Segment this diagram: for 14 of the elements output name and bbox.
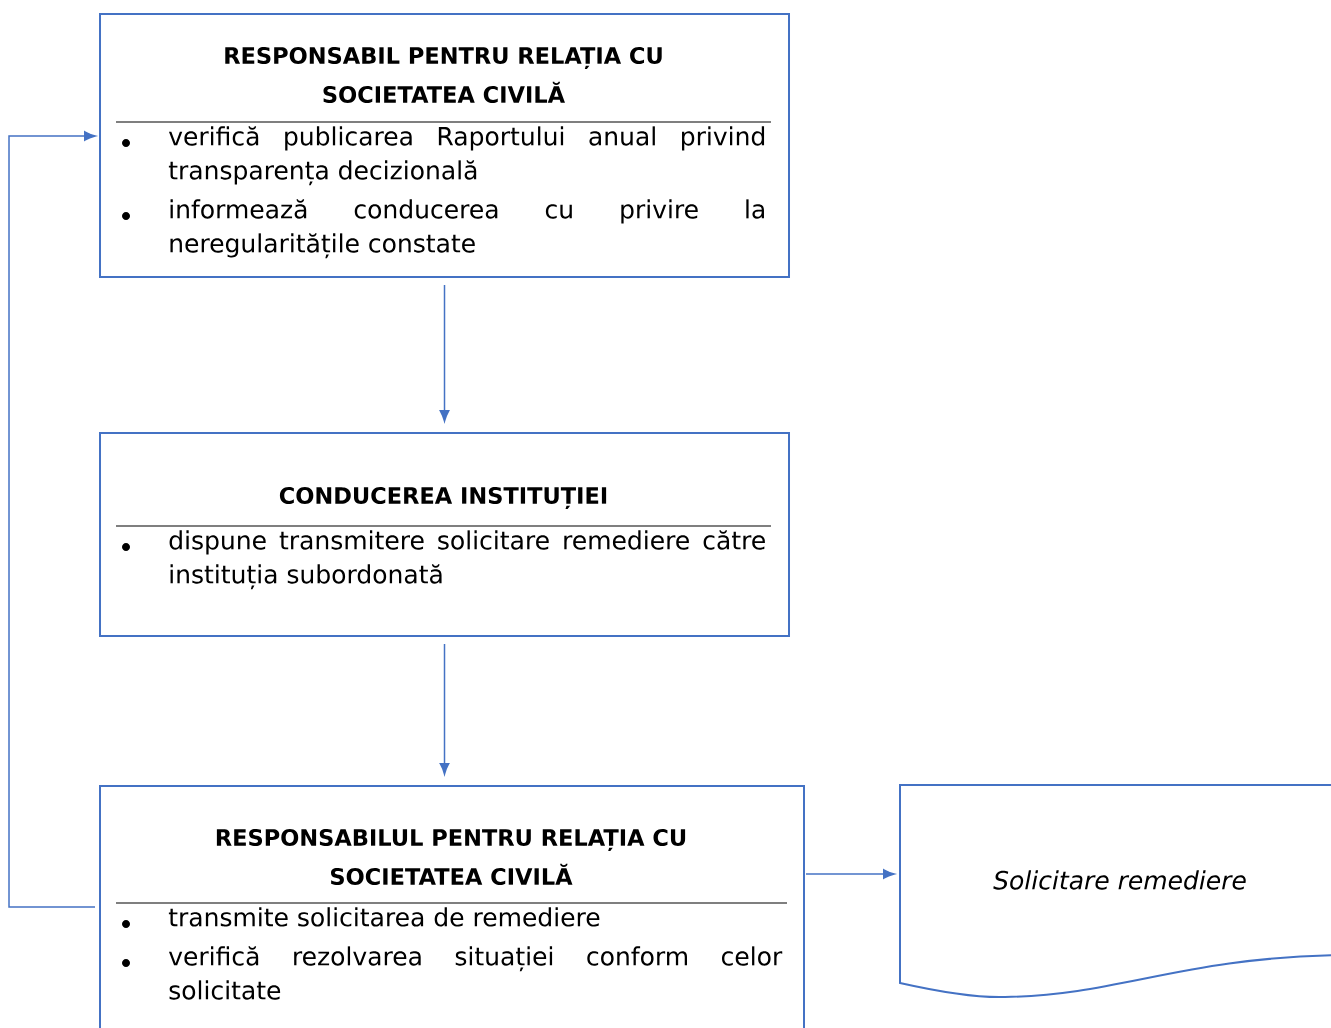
arrow <box>439 643 450 775</box>
bullet-item: transmite solicitarea de remediere <box>122 907 600 928</box>
heading: RESPONSABILUL PENTRU RELAȚIA CU SOCIETATEA CIVILĂ <box>216 829 686 885</box>
process-box <box>99 13 790 278</box>
bullet-item: verifică rezolvarea situației conform celor solicitate <box>122 946 783 1000</box>
arrow <box>805 869 895 879</box>
process-box <box>99 432 790 637</box>
bullet-item: dispune transmitere solicitare remediere către instituția subordonată <box>122 530 765 590</box>
arrow <box>8 131 96 908</box>
process-box <box>99 785 805 1028</box>
heading: CONDUCEREA INSTITUȚIEI <box>279 486 607 510</box>
heading: RESPONSABIL PENTRU RELAȚIA CU SOCIETATEA CIVILĂ <box>225 47 662 103</box>
arrow <box>439 284 450 422</box>
bullet-item: informează conducerea cu privire la neregularitățile constate <box>122 199 764 259</box>
